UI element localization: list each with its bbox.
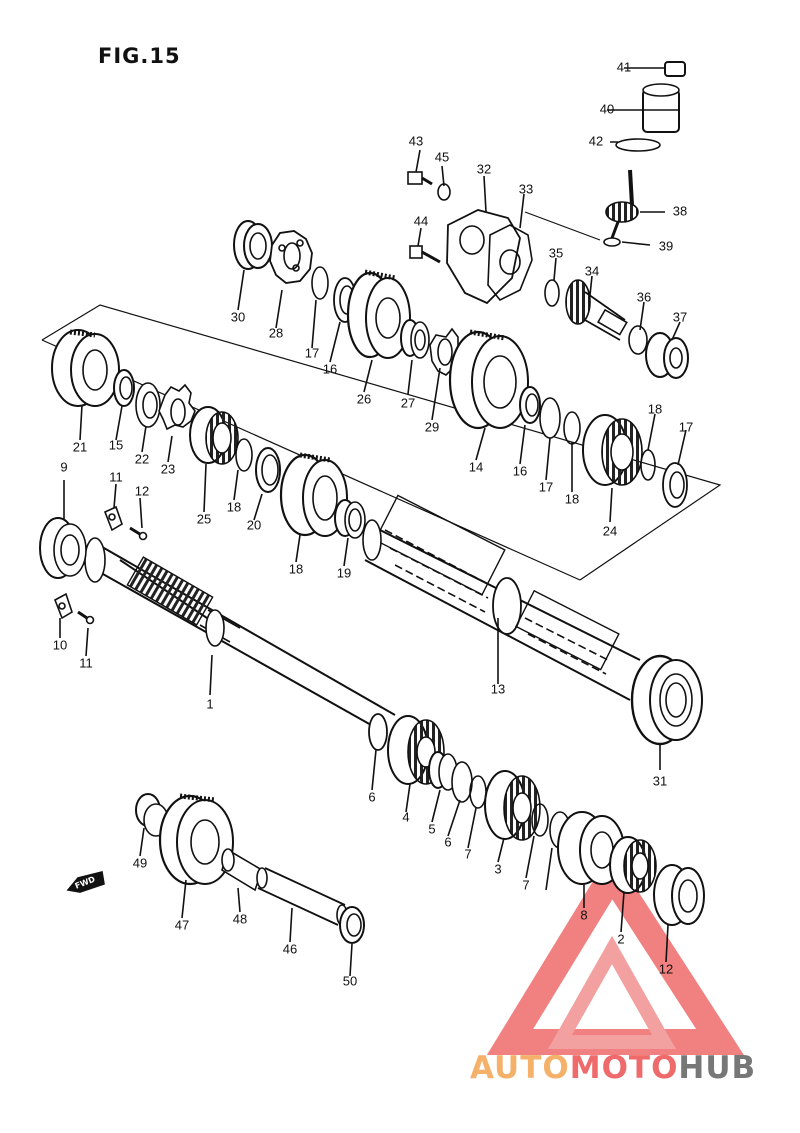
part-label: 28 <box>269 325 283 340</box>
part-label: 25 <box>197 511 211 526</box>
part-label: 16 <box>323 361 337 376</box>
watermark-moto: MOTO <box>569 1050 679 1086</box>
part-label: 7 <box>522 877 529 892</box>
part-label: 10 <box>53 637 67 652</box>
part-label: 50 <box>343 973 357 988</box>
part-label: 24 <box>603 523 617 538</box>
part-label: 21 <box>73 439 87 454</box>
part-label: 5 <box>428 821 435 836</box>
part-label: 44 <box>414 213 428 228</box>
part-label: 43 <box>409 133 423 148</box>
watermark-hub: HUB <box>678 1050 757 1086</box>
part-label: 32 <box>477 161 491 176</box>
part-label: 36 <box>637 289 651 304</box>
part-label: 7 <box>464 846 471 861</box>
part-label: 20 <box>247 517 261 532</box>
part-label: 17 <box>679 419 693 434</box>
part-label: 4 <box>402 809 409 824</box>
part-label: 42 <box>589 133 603 148</box>
part-label: 17 <box>539 479 553 494</box>
part-label: 6 <box>444 834 451 849</box>
watermark-auto: AUTO <box>470 1050 570 1086</box>
part-label: 22 <box>135 451 149 466</box>
part-label: 35 <box>549 245 563 260</box>
part-label: 11 <box>79 655 93 670</box>
watermark-text: AUTOMOTOHUB <box>470 1050 792 1090</box>
part-label: 45 <box>435 149 449 164</box>
part-label: 33 <box>519 181 533 196</box>
part-label: 29 <box>425 419 439 434</box>
part-label: 11 <box>109 469 123 484</box>
part-label: 47 <box>175 917 189 932</box>
part-label: 38 <box>673 203 687 218</box>
part-label: 17 <box>305 345 319 360</box>
part-label: 30 <box>231 309 245 324</box>
part-label: 12 <box>659 961 673 976</box>
part-label: 8 <box>580 907 587 922</box>
part-label: 27 <box>401 395 415 410</box>
part-label: 26 <box>357 391 371 406</box>
part-label: 48 <box>233 911 247 926</box>
part-label: 19 <box>337 565 351 580</box>
part-label: 49 <box>133 855 147 870</box>
part-label: 34 <box>585 263 599 278</box>
part-label: 46 <box>283 941 297 956</box>
part-label: 2 <box>617 931 624 946</box>
figure-title: FIG.15 <box>98 44 181 68</box>
part-label: 12 <box>135 483 149 498</box>
part-label: 3 <box>494 861 501 876</box>
part-label: 14 <box>469 459 483 474</box>
part-label: 18 <box>648 401 662 416</box>
part-label: 15 <box>109 437 123 452</box>
part-10-bearing <box>39 517 87 579</box>
part-label: 23 <box>161 461 175 476</box>
part-label: 18 <box>227 499 241 514</box>
part-label: 13 <box>491 681 505 696</box>
part-label: 18 <box>289 561 303 576</box>
part-label: 1 <box>206 696 213 711</box>
part-label: 37 <box>673 309 687 324</box>
part-label: 31 <box>653 773 667 788</box>
part-label: 39 <box>659 238 673 253</box>
part-32-bearing <box>630 654 703 746</box>
part-label: 41 <box>617 59 631 74</box>
part-label: 18 <box>565 491 579 506</box>
part-label: 6 <box>368 789 375 804</box>
part-labels: 1234566778910111112121314151616171717181… <box>53 59 693 988</box>
part-label: 40 <box>600 101 614 116</box>
part-label: 9 <box>60 459 67 474</box>
part-label: 16 <box>513 463 527 478</box>
